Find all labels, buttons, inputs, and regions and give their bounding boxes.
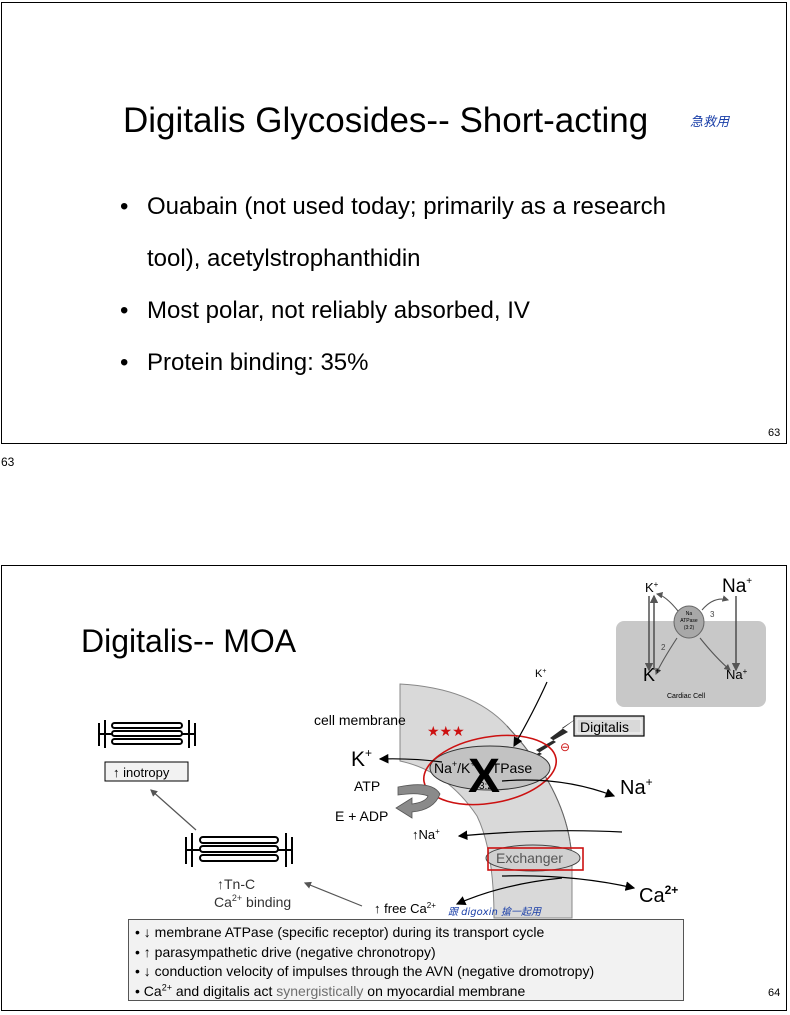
pump-highlight-ring (422, 734, 558, 806)
cell-membrane-label: cell membrane (314, 712, 406, 728)
e-adp-label: E + ADP (335, 808, 388, 824)
bullet-text: Protein binding: 35% (147, 349, 369, 376)
k-plus-top-label: K+ (535, 668, 546, 680)
summary-line: • ↓ conduction velocity of impulses thro… (135, 963, 595, 979)
slide-number: 64 (768, 987, 781, 999)
summary-box: • ↓ membrane ATPase (specific receptor) … (128, 919, 684, 1001)
summary-line: • ↑ parasympathetic drive (negative chro… (135, 943, 436, 960)
slide-64: Digitalis-- MOA (1, 565, 787, 1011)
sarcomere-icon-upper (98, 720, 196, 748)
inset-pump-label: ATPase (680, 618, 698, 624)
tnc-label: ↑Tn-C (217, 876, 255, 892)
annotation-stars: ★★★ (427, 723, 465, 739)
ca-right-label: Ca2+ (639, 883, 678, 907)
slide-number: 63 (768, 427, 781, 439)
inset-step-3: 3 (710, 610, 715, 619)
inotropy-label: ↑ inotropy (113, 765, 170, 780)
inset-step-2: 2 (661, 643, 666, 652)
summary-line: • ↓ membrane ATPase (specific receptor) … (135, 924, 545, 940)
inset-k-bottom: K+ (643, 665, 660, 685)
digitalis-label: Digitalis (580, 719, 629, 735)
slide-title: Digitalis-- MOA (81, 623, 297, 659)
slide-63: Digitalis Glycosides-- Short-acting 急救用 … (1, 2, 787, 444)
atp-label: ATP (354, 778, 380, 794)
na-plus-small-label: ↑Na+ (412, 827, 440, 842)
exchanger-oval (485, 844, 581, 872)
atp-curved-arrow (395, 784, 441, 819)
page-number: 63 (1, 455, 15, 469)
bullet-dot: • (120, 193, 129, 220)
bullet-text: tool), acetylstrophanthidin (147, 245, 421, 272)
na-plus-right-label: Na+ (620, 775, 653, 799)
bullet-text: Ouabain (not used today; primarily as a … (147, 193, 666, 220)
inset-pump-label: Na (686, 611, 693, 617)
inset-na-top: Na+ (722, 576, 752, 597)
bullet-dot: • (120, 297, 129, 324)
sarcomere-icon-lower (185, 833, 293, 867)
handwritten-note: 跟 digoxin 搶一起用 (448, 907, 541, 918)
ca-binding-label: Ca2+ binding (214, 893, 291, 910)
na-k-atpase-pump (429, 745, 551, 791)
minus-note: ⊖ (560, 740, 570, 754)
inset-na-bottom: Na+ (726, 667, 748, 682)
inhibition-x-mark: X (468, 750, 500, 803)
handwritten-note: 急救用 (690, 115, 730, 130)
inset-k-top: K+ (645, 580, 659, 595)
digitalis-box (573, 715, 645, 737)
summary-line: • Ca2+ and digitalis act synergistically… (135, 981, 526, 999)
inset-pump-label: (3:2) (684, 625, 695, 631)
exchanger-highlight-box (487, 847, 584, 871)
inset-pump (673, 605, 705, 639)
inotropy-box (104, 761, 189, 782)
moa-diagram: Na ATPase (3:2) 2 3 K+ Na+ K+ Na+ Cardia… (98, 576, 779, 919)
cardiac-cell-inset: Na ATPase (3:2) 2 3 K+ Na+ K+ Na+ Cardia… (614, 576, 779, 708)
exchanger-label: Exchanger (496, 850, 563, 866)
k-plus-label: K+ (351, 746, 372, 771)
lightning-bolt (524, 716, 580, 762)
free-ca-label: ↑ free Ca2+ (374, 901, 436, 916)
bullet-dot: • (120, 349, 129, 376)
bullet-text: Most polar, not reliably absorbed, IV (147, 297, 530, 324)
pump-label: Na+/K+TPase (434, 759, 532, 776)
pump-ratio: 3:2 (479, 781, 493, 792)
inset-caption: Cardiac Cell (667, 693, 706, 700)
slide-title: Digitalis Glycosides-- Short-acting (123, 101, 649, 140)
